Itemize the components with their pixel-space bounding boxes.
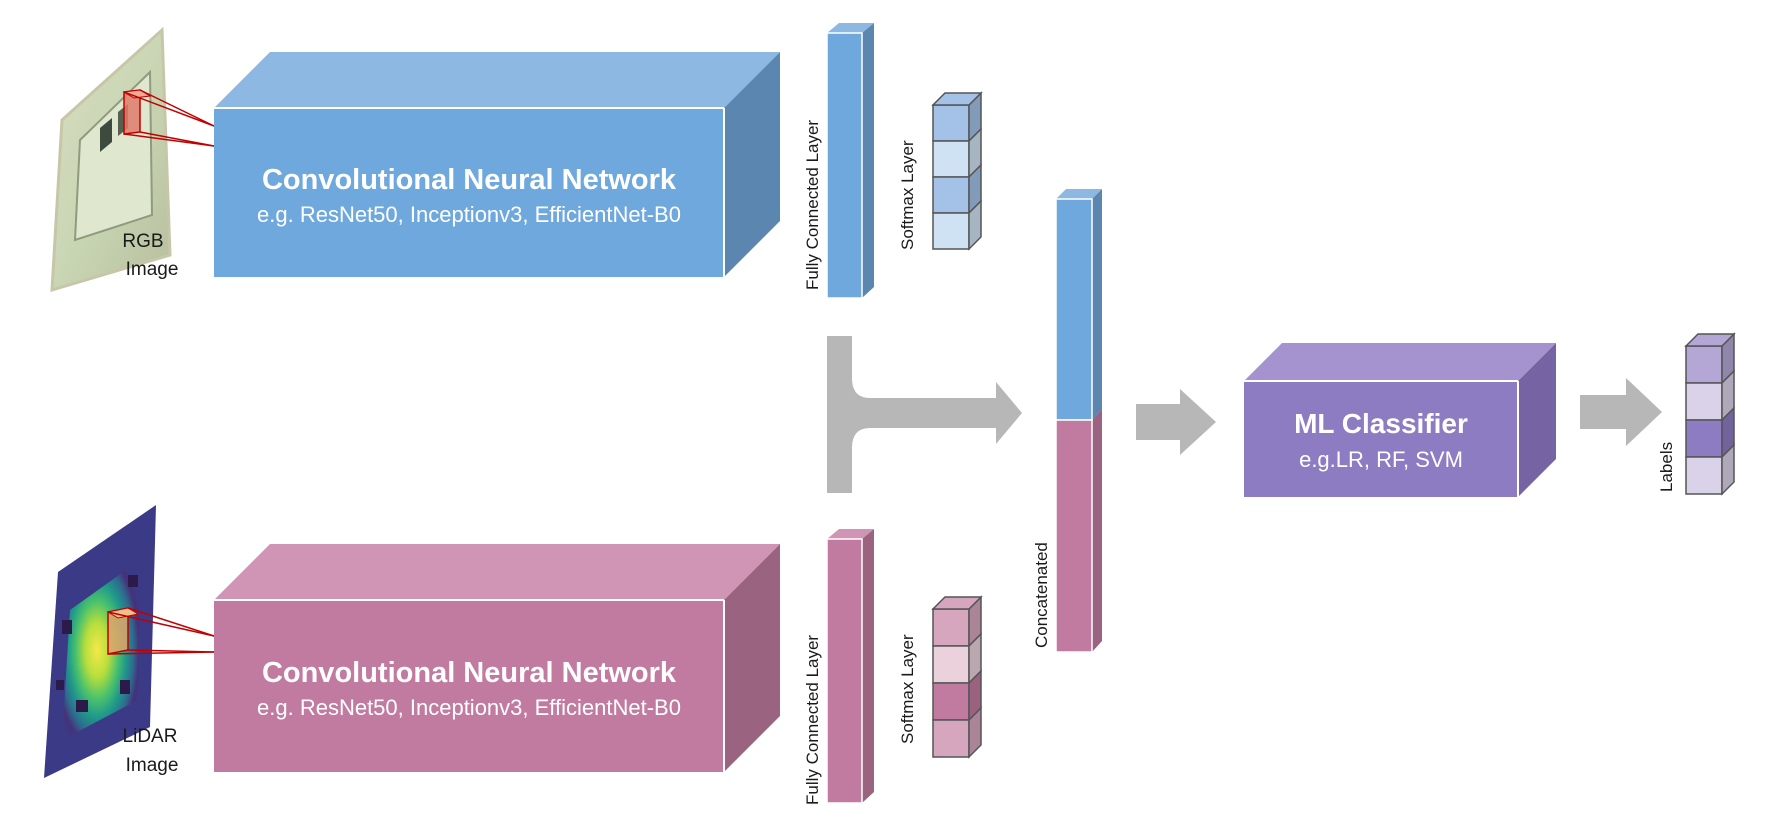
lidar-softmax-cell-3: [932, 682, 970, 721]
rgb-cnn-front: [214, 108, 724, 277]
labels-cell-side-4: [1721, 443, 1735, 496]
rgb-receptive-lines: [123, 89, 215, 147]
lidar-fc-label: Fully Connected Layer: [803, 635, 822, 805]
rgb-softmax-cell-1: [932, 104, 970, 142]
lidar-cnn-title: Convolutional Neural Network: [262, 657, 677, 689]
rgb-softmax: [931, 91, 983, 251]
lidar-cnn-subtitle: e.g. ResNet50, Inceptionv3, EfficientNet…: [257, 695, 681, 720]
rgb-softmax-cell-side-4: [968, 199, 982, 251]
rgb-fc-layer: [826, 23, 874, 299]
labels-cell-2: [1685, 382, 1723, 421]
rgb-softmax-cell-4: [932, 212, 970, 250]
lidar-receptive-lines: [107, 607, 215, 655]
lidar-softmax-cell-1: [932, 608, 970, 647]
rgb-softmax-cell-2: [932, 140, 970, 178]
rgb-softmax-label: Softmax Layer: [898, 140, 917, 250]
labels-block: [1684, 332, 1736, 496]
arrow-to-labels: [1580, 378, 1662, 446]
lidar-softmax-cell-2: [932, 645, 970, 684]
lidar-cnn-front: [214, 600, 724, 772]
arrow-to-classifier: [1136, 389, 1216, 455]
rgb-cnn-subtitle: e.g. ResNet50, Inceptionv3, EfficientNet…: [257, 202, 681, 227]
rgb-cnn-top: [214, 52, 780, 108]
lidar-cnn-side: [724, 544, 780, 772]
rgb-softmax-top: [931, 92, 983, 106]
ml-classifier-title: ML Classifier: [1294, 408, 1468, 439]
lidar-cnn-top: [214, 544, 780, 600]
lidar-image: [44, 505, 156, 778]
concatenated-label: Concatenated: [1032, 542, 1051, 648]
ml-classifier-subtitle: e.g.LR, RF, SVM: [1299, 447, 1463, 472]
lidar-softmax-label: Softmax Layer: [898, 634, 917, 744]
rgb-softmax-cell-3: [932, 176, 970, 214]
merge-arrow: [827, 336, 1022, 493]
labels-cell-4: [1685, 456, 1723, 495]
rgb-cnn-title: Convolutional Neural Network: [262, 164, 677, 196]
rgb-fc-label: Fully Connected Layer: [803, 120, 822, 290]
lidar-fc-layer: [826, 529, 874, 804]
rgb-image: [50, 26, 172, 293]
lidar-softmax-cell-side-4: [968, 706, 982, 759]
labels-cell-1: [1685, 345, 1723, 384]
labels-top: [1684, 333, 1736, 347]
concatenated-layer: [1055, 189, 1102, 653]
lidar-softmax: [931, 595, 983, 759]
lidar-image-label-1: LiDAR: [123, 726, 178, 747]
labels-label: Labels: [1657, 442, 1676, 492]
rgb-image-label-2: Image: [126, 259, 179, 280]
rgb-image-label-1: RGB: [122, 231, 163, 252]
lidar-softmax-cell-4: [932, 719, 970, 758]
ml-classifier-block: [1244, 343, 1556, 497]
rgb-cnn-side: [724, 52, 780, 277]
lidar-softmax-top: [931, 596, 983, 610]
rgb-cnn-block: [214, 52, 780, 277]
lidar-image-label-2: Image: [126, 755, 179, 776]
labels-cell-3: [1685, 419, 1723, 458]
lidar-cnn-block: [214, 544, 780, 772]
